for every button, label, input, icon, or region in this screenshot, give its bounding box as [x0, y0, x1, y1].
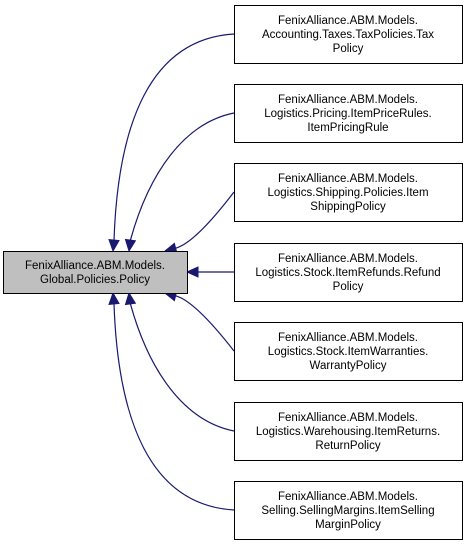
- derived-class-node[interactable]: FenixAlliance.ABM.Models. Accounting.Taxe…: [234, 5, 463, 64]
- inheritance-arrowhead: [124, 238, 137, 253]
- inheritance-arrowhead: [124, 291, 137, 306]
- derived-class-node-label-line: ItemPricingRule: [307, 122, 388, 134]
- derived-class-node[interactable]: FenixAlliance.ABM.Models. Selling.Selling…: [234, 481, 463, 540]
- derived-class-node-box: [234, 481, 463, 540]
- inheritance-edge: [175, 295, 235, 352]
- derived-class-node[interactable]: FenixAlliance.ABM.Models. Logistics.Prici…: [234, 84, 463, 143]
- base-class-node-box: [3, 251, 188, 294]
- derived-class-node-box: [234, 322, 463, 381]
- derived-class-node-label-line: MarginPolicy: [315, 519, 381, 531]
- derived-class-node-label-line: Accounting.Taxes.TaxPolicies.Tax: [262, 29, 434, 41]
- derived-class-node-box: [234, 5, 463, 64]
- derived-class-node-label-line: FenixAlliance.ABM.Models.: [278, 253, 418, 265]
- class-nodes: FenixAlliance.ABM.Models. Global.Policies…: [3, 5, 463, 540]
- base-class-node-label-line: FenixAlliance.ABM.Models.: [25, 260, 165, 272]
- derived-class-node-box: [234, 243, 463, 302]
- derived-class-node-box: [234, 84, 463, 143]
- derived-class-node-box: [234, 163, 463, 222]
- inheritance-edge: [129, 112, 235, 241]
- derived-class-node-label-line: Logistics.Warehousing.ItemReturns.: [256, 426, 440, 438]
- derived-class-node[interactable]: FenixAlliance.ABM.Models. Logistics.Stock…: [234, 322, 463, 381]
- derived-class-node-label-line: Selling.SellingMargins.ItemSelling: [261, 505, 434, 517]
- derived-class-node-label-line: FenixAlliance.ABM.Models.: [278, 15, 418, 27]
- inheritance-edge: [175, 191, 235, 249]
- derived-class-node-label-line: Logistics.Pricing.ItemPriceRules.: [264, 108, 431, 120]
- derived-class-node-label-line: FenixAlliance.ABM.Models.: [278, 332, 418, 344]
- derived-class-node-label-line: ReturnPolicy: [315, 440, 380, 452]
- derived-class-node-label-line: Policy: [333, 281, 364, 293]
- inheritance-edge: [113, 303, 235, 511]
- base-class-node[interactable]: FenixAlliance.ABM.Models. Global.Policies…: [3, 251, 188, 294]
- base-class-node-label-line: Global.Policies.Policy: [40, 274, 150, 286]
- inheritance-arrowhead: [185, 266, 199, 278]
- inheritance-edge: [129, 303, 235, 432]
- derived-class-node-label-line: Policy: [333, 43, 364, 55]
- derived-class-node-label-line: ShippingPolicy: [310, 201, 386, 213]
- derived-class-node-label-line: FenixAlliance.ABM.Models.: [278, 491, 418, 503]
- derived-class-node-box: [234, 402, 463, 461]
- derived-class-node[interactable]: FenixAlliance.ABM.Models. Logistics.Wareh…: [234, 402, 463, 461]
- inheritance-arrowhead: [108, 239, 120, 253]
- derived-class-node-label-line: Logistics.Stock.ItemWarranties.: [268, 346, 429, 358]
- derived-class-node-label-line: WarrantyPolicy: [310, 360, 387, 372]
- derived-class-node-label-line: Logistics.Stock.ItemRefunds.Refund: [255, 267, 440, 279]
- derived-class-node-label-line: FenixAlliance.ABM.Models.: [278, 94, 418, 106]
- derived-class-node-label-line: Logistics.Shipping.Policies.Item: [267, 187, 428, 199]
- derived-class-node[interactable]: FenixAlliance.ABM.Models. Logistics.Shipp…: [234, 163, 463, 222]
- inheritance-edge: [113, 33, 235, 241]
- inheritance-arrowhead: [108, 291, 120, 305]
- derived-class-node[interactable]: FenixAlliance.ABM.Models. Logistics.Stock…: [234, 243, 463, 302]
- derived-class-node-label-line: FenixAlliance.ABM.Models.: [278, 173, 418, 185]
- derived-class-node-label-line: FenixAlliance.ABM.Models.: [278, 412, 418, 424]
